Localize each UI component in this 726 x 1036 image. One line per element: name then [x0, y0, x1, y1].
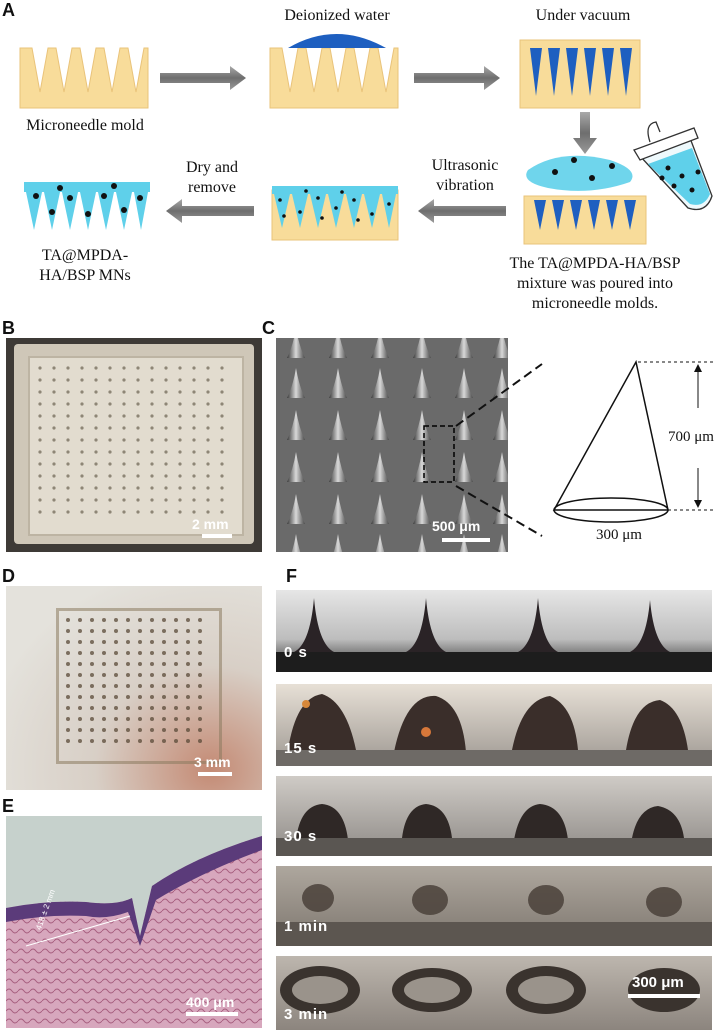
scale-label-e: 400 μm	[186, 994, 235, 1010]
skin-insertion-photo: 3 mm	[6, 586, 262, 790]
tube-icon	[633, 121, 713, 211]
product-label-1: TA@MPDA-	[41, 247, 129, 264]
mold-label: Microneedle mold	[26, 117, 144, 134]
panel-label-c: C	[262, 318, 275, 338]
dissolution-frame-1min: 1 min	[276, 866, 712, 946]
mixture-label-2: mixture was poured into	[517, 275, 673, 292]
cone-schematic	[455, 359, 714, 537]
panel-label-b: B	[2, 318, 15, 338]
mold-with-water	[269, 34, 399, 109]
scale-bar-b	[202, 534, 232, 538]
panel-label-a: A	[2, 0, 15, 20]
time-label-1min: 1 min	[284, 918, 329, 935]
microneedle-patch-photo: 2 mm	[6, 338, 262, 552]
panel-label-f: F	[286, 566, 297, 586]
water-label: Deionized water	[284, 7, 390, 24]
scale-label-d: 3 mm	[194, 754, 231, 770]
dissolution-frame-3min: 3 min 300 μm	[276, 956, 712, 1030]
arrow-right-1	[160, 66, 246, 90]
vacuum-mold	[519, 39, 641, 109]
mixture-label-1: The TA@MPDA-HA/BSP	[509, 255, 681, 272]
ultrasonic-mold	[271, 186, 399, 241]
scale-bar-f	[628, 994, 700, 998]
panel-label-e: E	[2, 796, 15, 816]
scale-label-b: 2 mm	[192, 516, 229, 532]
scale-bar-d	[198, 772, 232, 776]
time-label-0s: 0 s	[284, 644, 308, 661]
empty-mold	[19, 47, 149, 109]
histology-section: 418 ± 2 mm 400 μm	[6, 816, 262, 1028]
scale-label-c: 500 μm	[432, 518, 481, 534]
mixture-splash	[526, 155, 633, 191]
arrow-left-1	[418, 199, 506, 223]
dissolution-frame-30s: 30 s	[276, 776, 712, 856]
ultrasonic-label-2: vibration	[436, 177, 494, 194]
time-label-30s: 30 s	[284, 828, 318, 845]
ultrasonic-label-1: Ultrasonic	[431, 157, 499, 174]
dry-label-2: remove	[188, 179, 236, 196]
dissolution-frame-15s: 15 s	[276, 684, 712, 766]
dissolution-frame-0s: 0 s	[276, 590, 712, 672]
sem-image: 500 μm	[276, 338, 508, 552]
final-microneedle-patch	[24, 182, 150, 230]
arrow-left-2	[166, 199, 254, 223]
dry-label-1: Dry and	[186, 159, 238, 176]
arrow-down	[573, 112, 597, 154]
cone-height-label: 700 μm	[668, 429, 714, 445]
product-label-2: HA/BSP MNs	[39, 267, 131, 284]
scale-bar-c	[442, 538, 490, 542]
time-label-3min: 3 min	[284, 1006, 329, 1023]
cone-base-label: 300 μm	[596, 527, 642, 543]
vacuum-label: Under vacuum	[535, 7, 631, 24]
scale-bar-e	[186, 1012, 238, 1016]
poured-mold	[523, 195, 647, 245]
panel-label-d: D	[2, 566, 15, 586]
scale-label-f: 300 μm	[632, 974, 684, 991]
mixture-label-3: microneedle molds.	[531, 295, 659, 312]
time-label-15s: 15 s	[284, 740, 318, 757]
schematic-graphics	[19, 34, 713, 245]
arrow-right-2	[414, 66, 500, 90]
